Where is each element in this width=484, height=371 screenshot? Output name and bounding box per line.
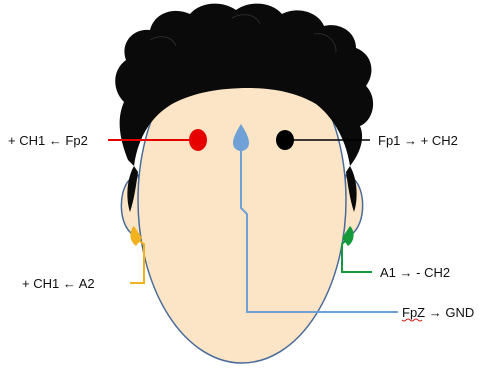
red-electrode-dot-icon — [189, 129, 207, 151]
label-fp1: Fp1 → + CH2 — [378, 133, 458, 148]
label-fpz: FpZ → GND — [402, 305, 474, 320]
label-a1: A1 → - CH2 — [380, 265, 450, 280]
a1-lead-line — [342, 240, 372, 272]
label-fp2: + CH1 ← Fp2 — [8, 133, 88, 148]
black-electrode-dot-icon — [276, 130, 294, 150]
label-a2: + CH1 ← A2 — [22, 276, 95, 291]
